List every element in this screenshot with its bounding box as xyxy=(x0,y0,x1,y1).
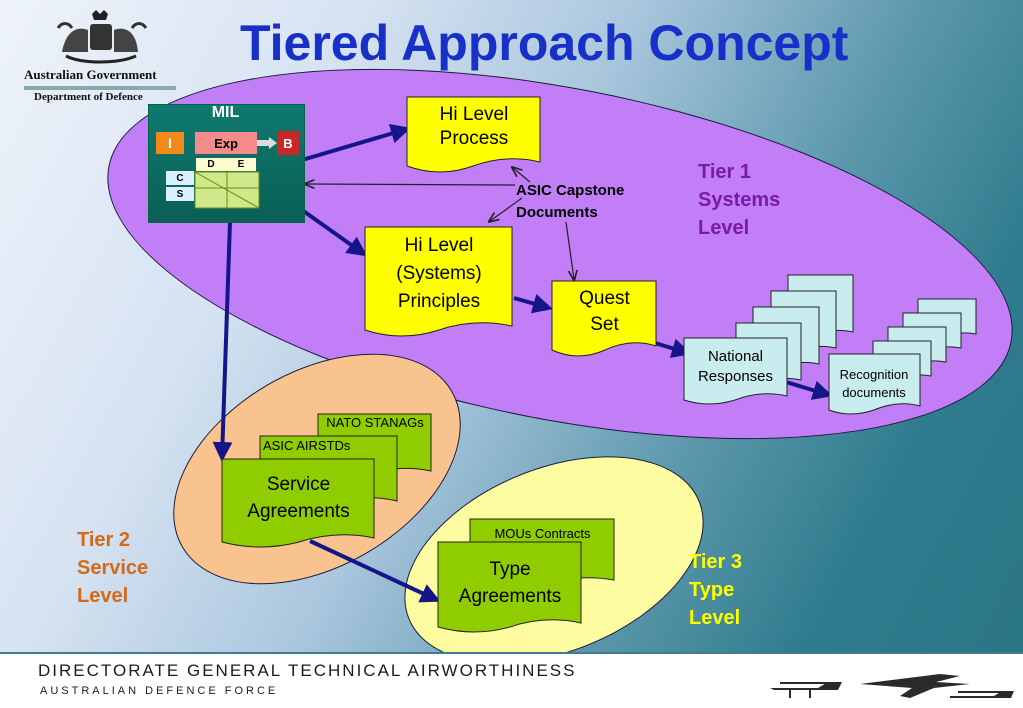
arrow-principles-to-quest xyxy=(513,293,553,314)
service-agreements-text: Service Agreements xyxy=(247,474,350,522)
arrow-national-to-recognition xyxy=(785,380,833,400)
national-responses-stack xyxy=(683,274,854,405)
mil-b-box: B xyxy=(277,131,299,155)
mil-row-s: S xyxy=(166,187,194,201)
capstone-label: ASIC Capstone Documents xyxy=(516,182,625,221)
mil-col-e: E xyxy=(226,158,256,171)
recognition-documents-text: Recognition documents xyxy=(839,367,909,400)
hi-level-process-text: Hi Level Process xyxy=(439,104,509,149)
page-title: Tiered Approach Concept xyxy=(240,15,849,71)
hi-level-principles-text: Hi Level (Systems) Principles xyxy=(396,235,482,312)
dept-name: Department of Defence xyxy=(34,91,143,103)
type-agreements-doc xyxy=(437,541,582,633)
quest-set-doc xyxy=(551,280,657,357)
gov-divider xyxy=(24,86,176,90)
quest-set-text: Quest Set xyxy=(579,288,630,335)
gov-name: Australian Government xyxy=(24,67,157,82)
mous-contracts-text: MOUs Contracts xyxy=(494,526,591,541)
arrow-capstone-to-principles xyxy=(490,197,523,221)
nato-stanags-text: NATO STANAGs xyxy=(326,415,424,430)
recognition-documents-stack xyxy=(828,298,977,415)
hi-level-process-doc xyxy=(406,96,541,173)
service-agreements-doc xyxy=(221,458,375,548)
footer xyxy=(0,654,1023,708)
tier2-label: Tier 2 Service Level xyxy=(77,529,149,607)
tier3-label: Tier 3 Type Level xyxy=(689,551,742,629)
coat-of-arms-icon xyxy=(56,10,148,64)
mil-grid xyxy=(194,171,260,209)
arrow-mil-to-principles xyxy=(300,208,368,257)
mil-col-d: D xyxy=(196,158,226,171)
arrow-capstone-to-process xyxy=(513,168,531,183)
mil-row-c: C xyxy=(166,171,194,185)
tier1-label: Tier 1 Systems Level xyxy=(698,161,781,239)
footer-directorate: DIRECTORATE GENERAL TECHNICAL AIRWORTHIN… xyxy=(38,661,577,680)
footer-adf: AUSTRALIAN DEFENCE FORCE xyxy=(40,685,279,697)
arrow-mil-to-service xyxy=(212,221,233,462)
footer-divider xyxy=(0,652,1023,655)
mil-i-box: I xyxy=(156,132,184,154)
type-agreements-text: Type Agreements xyxy=(458,559,562,607)
hi-level-principles-doc xyxy=(364,226,513,337)
mil-arrow-icon xyxy=(257,137,277,149)
mil-label: MIL xyxy=(211,104,240,121)
mil-exp-box: Exp xyxy=(195,132,257,154)
national-responses-text: National Responses xyxy=(697,348,774,385)
arrow-mil-to-process xyxy=(301,123,411,162)
aircraft-icon xyxy=(770,674,1014,698)
arrow-capstone-to-quest xyxy=(565,221,574,279)
arrow-service-to-type xyxy=(309,539,441,603)
arrow-capstone-to-mil xyxy=(306,184,516,185)
asic-airstds-text: ASIC AIRSTDs xyxy=(263,438,351,453)
